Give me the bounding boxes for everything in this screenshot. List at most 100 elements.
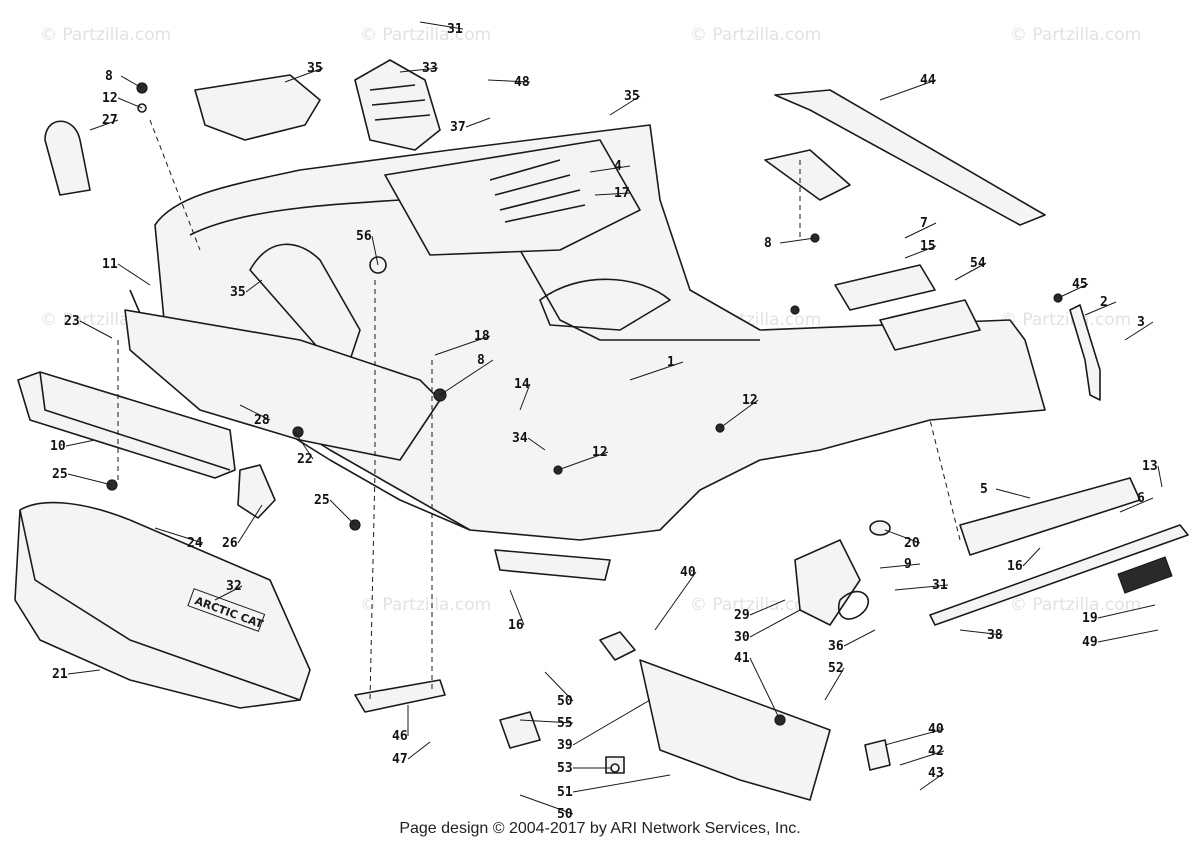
watermark: © Partzilla.com — [1010, 25, 1141, 45]
hinge-bracket — [834, 264, 936, 311]
windshield-bracket — [764, 149, 851, 201]
callout-leader — [1157, 465, 1163, 488]
callout-leader — [899, 750, 945, 766]
callout-label: 12 — [102, 91, 118, 106]
callout-leader — [329, 499, 356, 526]
reflector-strip — [929, 524, 1189, 626]
callout-label: 23 — [64, 314, 80, 329]
nose-cone — [14, 501, 311, 709]
callout-label: 20 — [904, 536, 920, 551]
clip — [599, 631, 636, 661]
ring — [369, 256, 387, 274]
callout-leader — [1097, 629, 1159, 643]
callout-label: 51 — [557, 785, 573, 800]
callout-leader — [67, 473, 113, 486]
callout-label: 5 — [980, 482, 988, 497]
callout-label: 49 — [1082, 635, 1098, 650]
callout-label: 22 — [297, 452, 313, 467]
callout-label: 40 — [928, 722, 944, 737]
callout-label: 35 — [230, 285, 246, 300]
callout-leader — [371, 235, 379, 266]
callout-label: 41 — [734, 651, 750, 666]
callout-leader — [1097, 604, 1156, 619]
watermark: © Partzilla.com — [690, 595, 821, 615]
callout-label: 9 — [904, 557, 912, 572]
callout-leader — [557, 451, 609, 471]
callout-label: 8 — [764, 236, 772, 251]
lower-bracket — [494, 549, 611, 581]
callout-label: 12 — [592, 445, 608, 460]
callout-leader — [154, 527, 204, 544]
bumper-bar-edge — [39, 371, 231, 471]
hood-inner-edge — [189, 199, 760, 341]
grommet — [869, 520, 891, 536]
callout-leader — [594, 192, 631, 196]
callout-leader — [237, 504, 263, 544]
callout-label: 50 — [557, 694, 573, 709]
callout-leader — [572, 699, 651, 746]
callout-leader — [89, 119, 119, 131]
callout-leader — [434, 335, 491, 356]
callout-label: 46 — [392, 729, 408, 744]
callout-leader — [884, 728, 945, 746]
callout-leader — [904, 222, 937, 239]
callout-label: 16 — [508, 618, 524, 633]
callout-leader — [995, 488, 1031, 499]
skid-plate — [354, 679, 446, 713]
callout-label: 18 — [474, 329, 490, 344]
nut — [790, 305, 800, 315]
callout-label: 1 — [667, 355, 675, 370]
callout-label: 39 — [557, 738, 573, 753]
dash-console — [249, 243, 361, 361]
callout-leader — [572, 774, 671, 793]
hood-recess — [539, 278, 671, 331]
callout-leader — [544, 671, 574, 702]
callout-leader — [487, 79, 531, 83]
callout-label: 29 — [734, 608, 750, 623]
callout-leader — [284, 67, 324, 83]
nose-cone-edge — [19, 509, 301, 701]
callout-label: 42 — [928, 744, 944, 759]
callout-leader — [609, 95, 641, 116]
callout-label: 14 — [514, 377, 530, 392]
rear-rail — [959, 477, 1141, 556]
callout-leader — [654, 571, 697, 631]
callout-leader — [67, 669, 101, 675]
callout-label: 50 — [557, 807, 573, 822]
callout-label: 21 — [52, 667, 68, 682]
callout-leader — [749, 609, 801, 638]
nut-53 — [605, 756, 625, 774]
callout-leader — [120, 75, 143, 89]
callout-label: 45 — [1072, 277, 1088, 292]
callout-leader — [79, 320, 113, 339]
callout-label: 52 — [828, 661, 844, 676]
callout-label: 40 — [680, 565, 696, 580]
callout-group: 3133354881227443735417715548561135452323… — [50, 21, 1163, 822]
callout-leader — [527, 437, 546, 451]
callout-label: 26 — [222, 536, 238, 551]
air-boot — [354, 59, 441, 151]
callout-leader — [1119, 497, 1154, 513]
callout-leader — [749, 657, 781, 721]
air-boot-ribs — [369, 84, 431, 121]
callout-label: 25 — [314, 493, 330, 508]
callout-label: 56 — [356, 229, 372, 244]
callout-label: 55 — [557, 716, 573, 731]
callout-label: 7 — [920, 216, 928, 231]
bumper-bracket — [237, 464, 276, 519]
callout-leader — [1022, 547, 1041, 567]
callout-label: 11 — [102, 257, 118, 272]
dash-cover — [194, 74, 321, 141]
callout-leader — [465, 117, 491, 128]
callout-label: 25 — [52, 467, 68, 482]
callout-leader — [719, 399, 759, 429]
callout-label: 35 — [307, 61, 323, 76]
callout-leader — [904, 245, 937, 259]
callout-leader — [843, 629, 876, 647]
callout-leader — [509, 589, 525, 626]
callout-leader — [589, 165, 631, 173]
watermark: © Partzilla.com — [1010, 595, 1141, 615]
callout-label: 17 — [614, 186, 630, 201]
